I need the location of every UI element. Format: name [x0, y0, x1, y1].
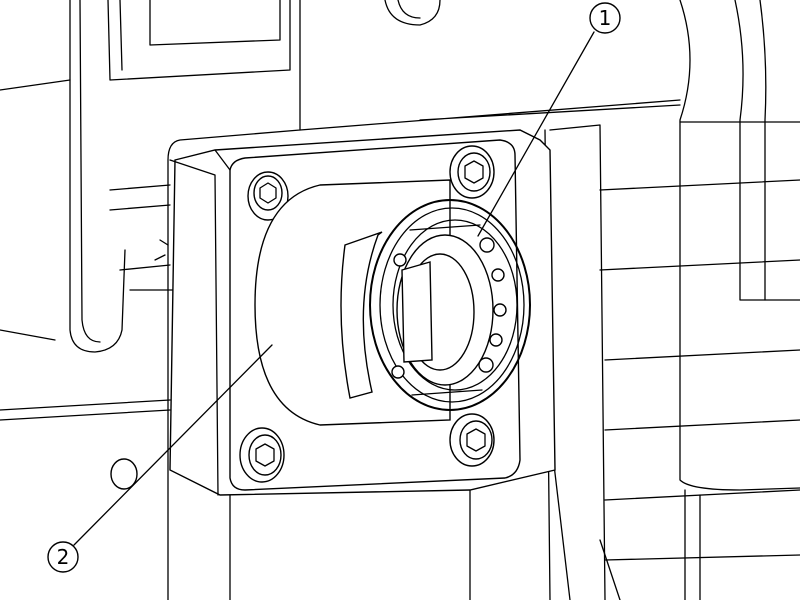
bolt-icon — [449, 145, 495, 199]
socket-head-bolts — [239, 145, 495, 483]
pin-icon — [110, 458, 138, 490]
callout-1: 1 — [477, 2, 621, 237]
leader-line — [477, 31, 595, 237]
leader-line — [73, 344, 273, 546]
bolt-icon — [247, 171, 289, 221]
callout-label: 2 — [57, 545, 70, 569]
bolt-icon — [239, 427, 285, 483]
callout-2: 2 — [47, 344, 273, 573]
bolt-icon — [449, 413, 495, 467]
bearing-ring — [369, 199, 531, 411]
callout-label: 1 — [599, 6, 612, 30]
housing — [254, 179, 451, 426]
